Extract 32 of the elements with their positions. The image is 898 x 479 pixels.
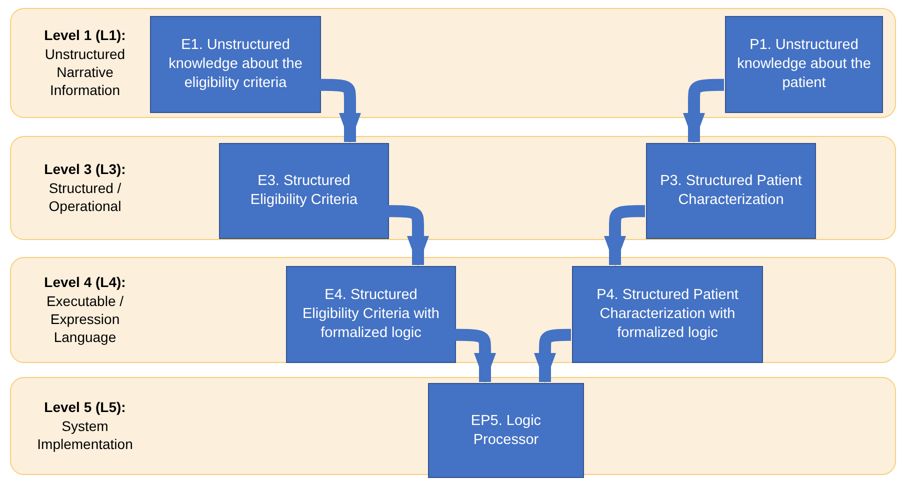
- level-description: Unstructured Narrative Information: [44, 44, 126, 100]
- process-box: [286, 266, 456, 363]
- curved-arrow: [604, 205, 646, 266]
- box-label: E3. Structured Eligibility Criteria: [249, 172, 359, 210]
- level-band: [10, 257, 896, 363]
- box-label: E1. Unstructured knowledge about the eligibility criteria: [168, 36, 304, 93]
- level-heading: Level 3 (L3):: [43, 160, 127, 179]
- level-heading: Level 1 (L1):: [43, 26, 127, 45]
- curved-arrow: [454, 328, 496, 383]
- curved-arrow: [387, 205, 429, 266]
- process-box: [150, 16, 321, 113]
- process-box: [219, 143, 389, 239]
- curved-arrow: [319, 78, 361, 143]
- process-box: [725, 16, 883, 113]
- process-box: [646, 143, 816, 239]
- box-label: E4. Structured Eligibility Criteria with formalized logic: [302, 286, 440, 343]
- curved-arrow: [534, 328, 573, 383]
- curved-arrow: [683, 78, 725, 143]
- process-box: [428, 383, 584, 478]
- box-label: P4. Structured Patient Characterization with formalized logic: [596, 286, 740, 343]
- level-band: [10, 377, 896, 475]
- level-heading: Level 4 (L4):: [43, 273, 127, 292]
- level-description: Executable / Expression Language: [45, 292, 125, 347]
- box-label: P1. Unstructured knowledge about the patient: [736, 36, 872, 93]
- level-description: System Implementation: [36, 416, 134, 454]
- level-heading: Level 5 (L5):: [43, 398, 127, 417]
- level-band: [10, 8, 896, 118]
- box-label: P3. Structured Patient Characterization: [659, 172, 803, 210]
- level-description: Structured / Operational: [48, 178, 122, 216]
- level-band: [10, 136, 896, 240]
- process-box: [572, 266, 763, 363]
- box-label: EP5. Logic Processor: [470, 412, 542, 450]
